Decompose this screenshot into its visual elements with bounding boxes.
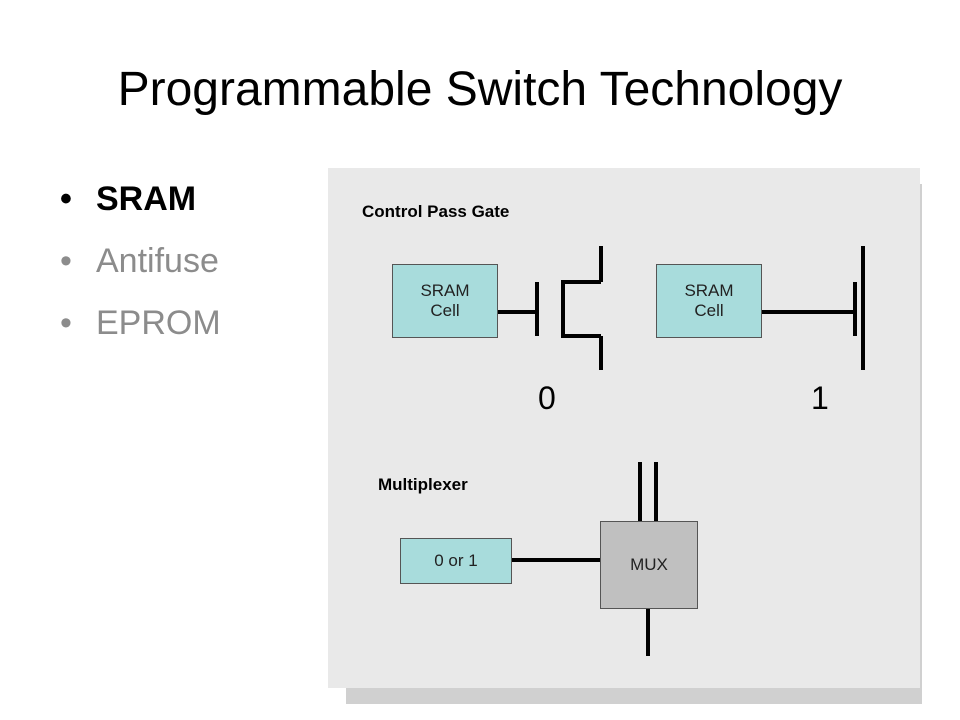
multiplexer-label: Multiplexer xyxy=(378,475,468,494)
sram-cell-line2: Cell xyxy=(430,301,460,320)
bullet-list: • SRAM • Antifuse • EPROM xyxy=(60,176,221,362)
mux-input-value: 0 or 1 xyxy=(434,551,478,570)
sram-cell-line1: SRAM xyxy=(420,281,470,300)
state-label-one: 1 xyxy=(811,380,829,416)
sram-cell-line1: SRAM xyxy=(684,281,734,300)
mux-box-label: MUX xyxy=(630,555,668,574)
mux-box: MUX xyxy=(600,521,698,609)
slide-title: Programmable Switch Technology xyxy=(117,63,843,116)
sram-cell-line2: Cell xyxy=(694,301,724,320)
sram-cell-right: SRAM Cell xyxy=(656,264,762,338)
bullet-dot: • xyxy=(60,242,72,280)
bullet-label: SRAM xyxy=(96,180,197,218)
bullet-label: EPROM xyxy=(96,304,221,342)
sram-cell-left: SRAM Cell xyxy=(392,264,498,338)
bullet-label: Antifuse xyxy=(96,242,219,280)
mux-input-box: 0 or 1 xyxy=(400,538,512,584)
bullet-antifuse: • Antifuse xyxy=(60,238,221,300)
state-label-zero: 0 xyxy=(538,380,556,416)
bullet-dot: • xyxy=(60,304,72,342)
bullet-eprom: • EPROM xyxy=(60,300,221,362)
bullet-sram: • SRAM xyxy=(60,176,221,238)
pass-gate-label: Control Pass Gate xyxy=(362,202,510,221)
bullet-dot: • xyxy=(60,180,72,218)
